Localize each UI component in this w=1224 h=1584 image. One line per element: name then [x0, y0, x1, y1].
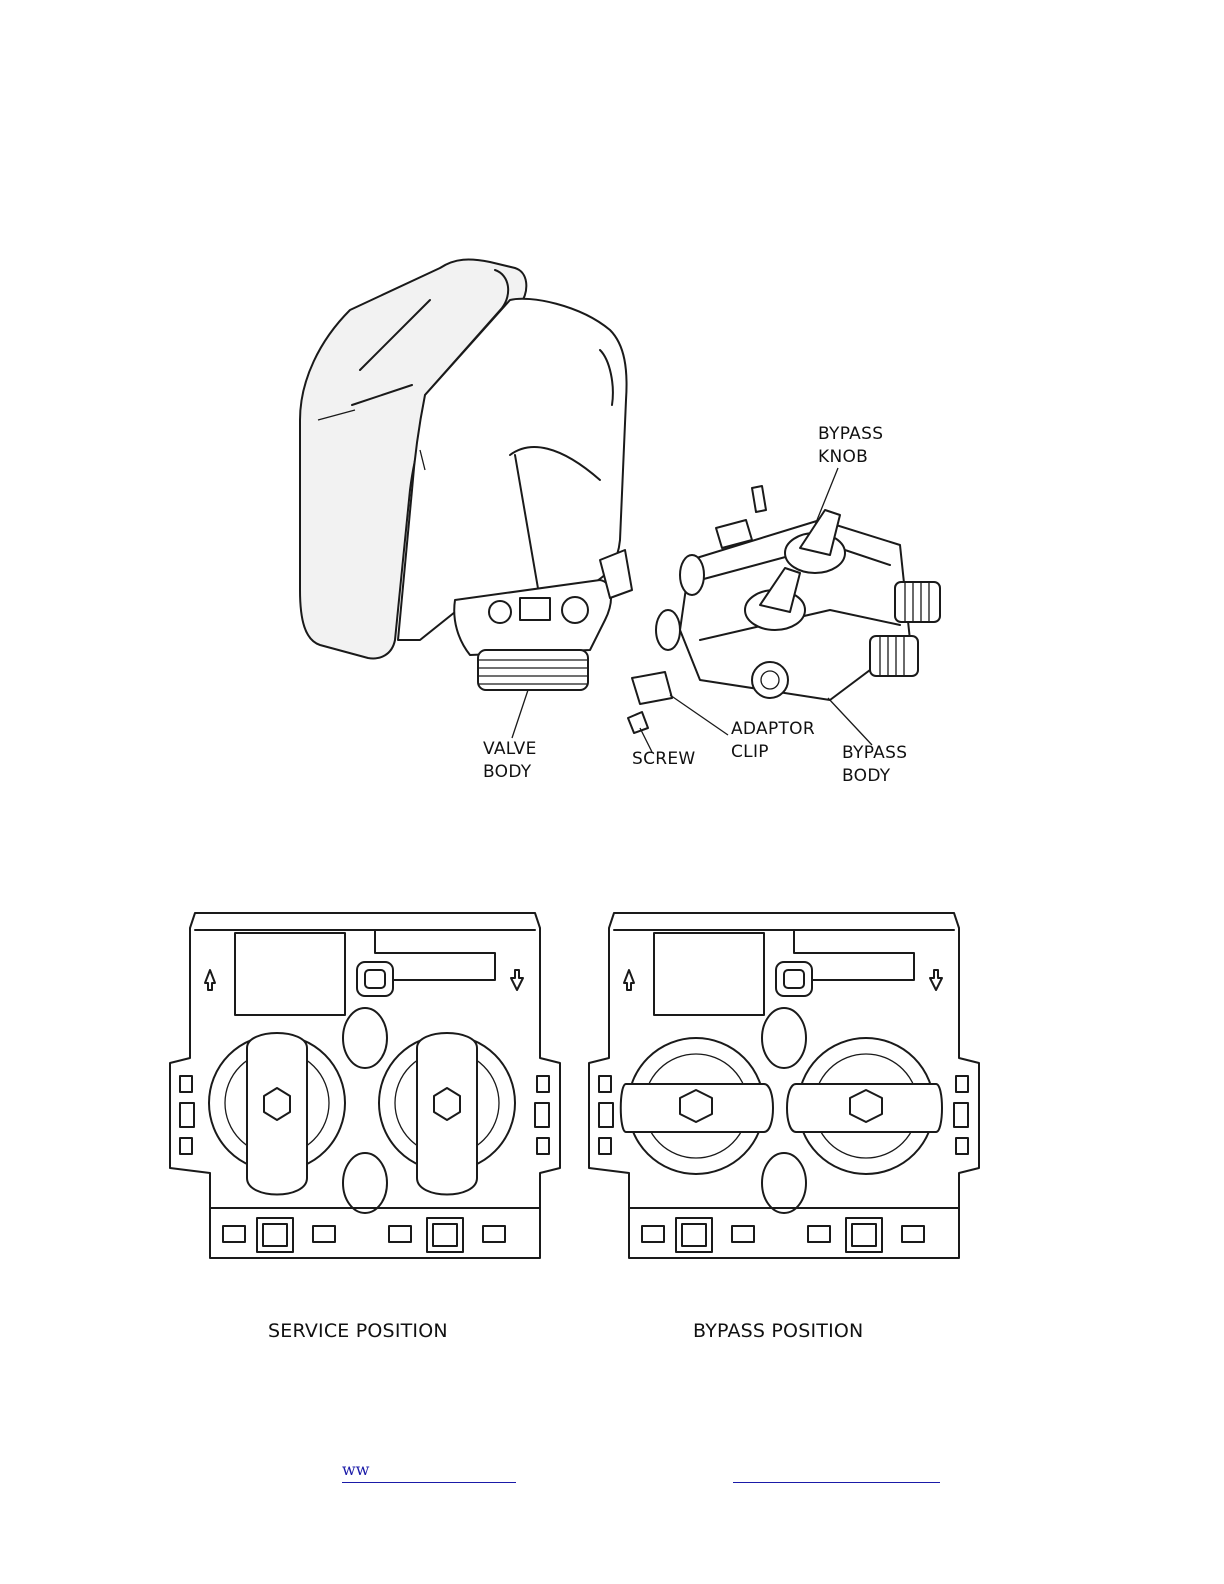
screw-top [752, 486, 766, 512]
threaded-port-top [895, 582, 940, 622]
label-bypass-knob: BYPASS KNOB [818, 423, 883, 469]
threaded-port-bottom [870, 636, 918, 676]
caption-service-position: SERVICE POSITION [268, 1320, 448, 1342]
bypass-position-diagram [584, 908, 984, 1268]
label-bypass-body: BYPASS BODY [842, 742, 907, 788]
footer-link-left[interactable]: ww [342, 1460, 516, 1483]
label-screw: SCREW [632, 748, 696, 771]
screw-bottom [628, 712, 648, 733]
adaptor-clip-bottom [632, 672, 672, 704]
bypass-body-drawing [628, 486, 940, 733]
label-valve-body: VALVE BODY [483, 738, 537, 784]
label-adaptor-clip: ADAPTOR CLIP [731, 718, 815, 764]
control-head [300, 260, 632, 690]
caption-bypass-position: BYPASS POSITION [693, 1320, 863, 1342]
valve-assembly-drawing [0, 0, 1224, 820]
service-position-diagram [165, 908, 565, 1268]
footer-link-right[interactable] [733, 1460, 940, 1483]
